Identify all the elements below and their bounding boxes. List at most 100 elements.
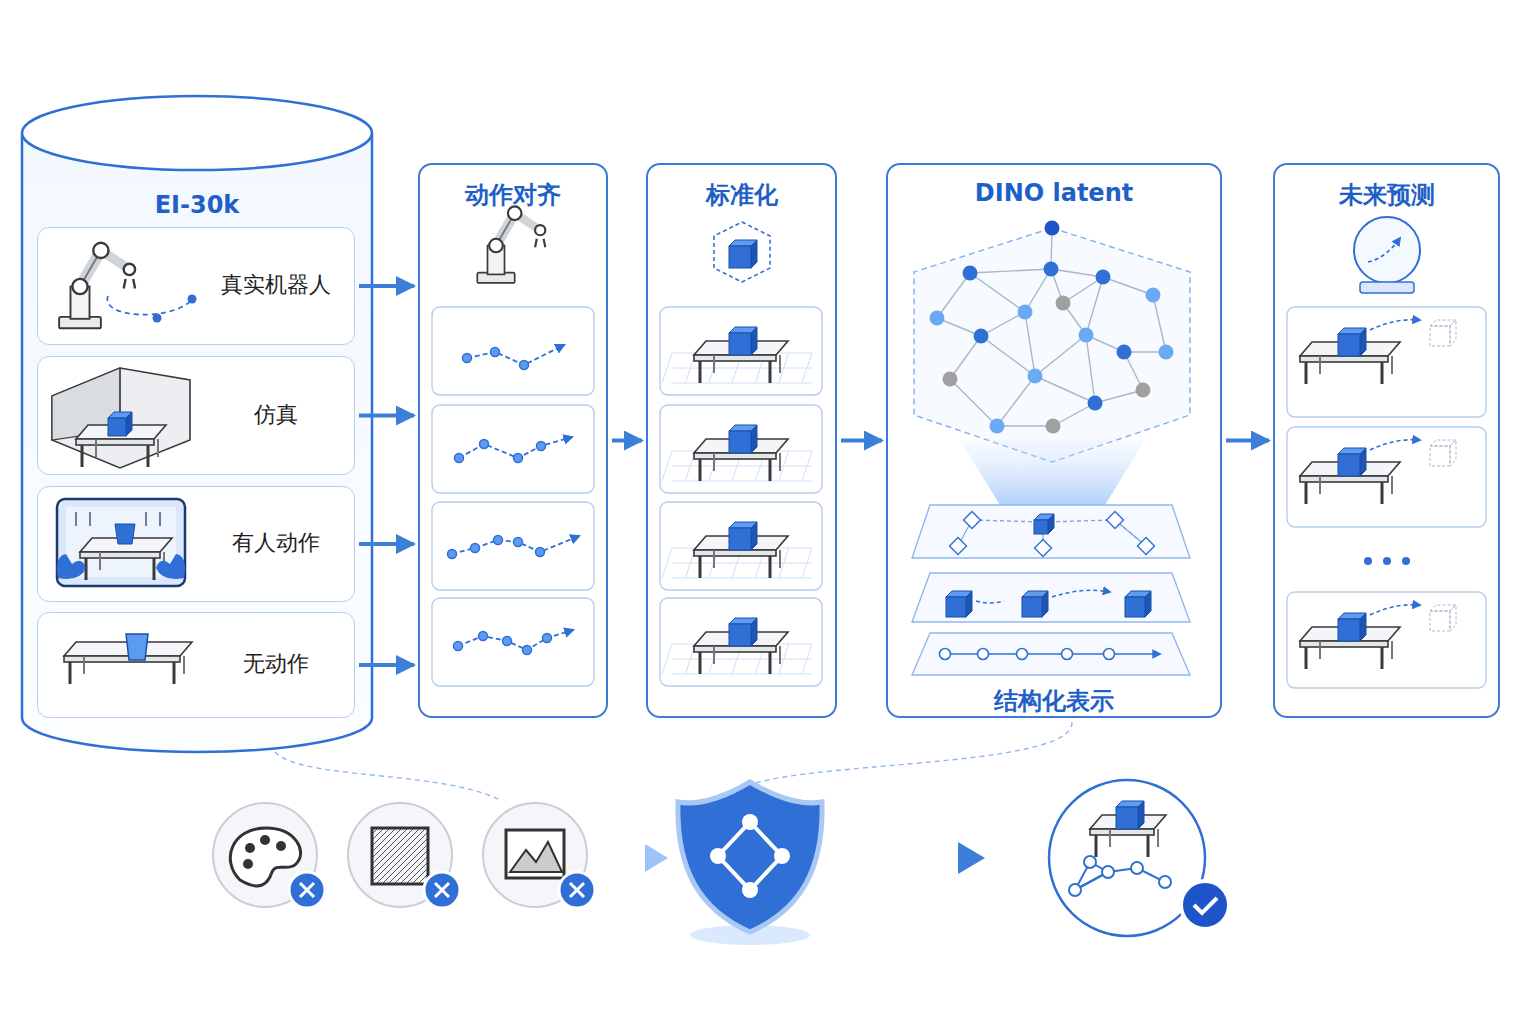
illustration-shape [779,550,781,568]
illustration-shape [729,333,751,355]
illustration-shape [710,848,726,864]
illustration-shape [1305,482,1308,504]
illustration-shape [1305,647,1308,669]
source-label: 有人动作 [203,528,348,558]
illustration-shape [660,598,822,686]
illustration-shape [774,848,790,864]
illustration-shape [742,882,758,898]
illustration-shape [76,439,154,445]
illustration-shape [37,356,355,475]
illustration-shape [672,674,812,675]
illustration-shape [1181,881,1229,929]
illustration-shape [751,522,757,550]
illustration-shape [672,578,812,579]
illustration-shape [126,412,132,436]
illustration-shape [454,642,463,651]
illustration-shape [946,597,966,617]
stage-panel: DINO latent结构化表示 [886,163,1222,718]
illustration-shape [1045,221,1060,236]
illustration-shape [81,445,84,467]
illustration-shape [37,227,355,345]
illustration-shape [535,225,545,235]
illustration-shape [57,499,185,586]
illustration-shape [72,279,87,294]
illustration-shape [1381,482,1384,504]
illustration-shape [1056,296,1071,311]
illustration-shape [662,644,672,674]
illustration-shape [1381,647,1384,669]
illustration-shape [1450,440,1456,466]
illustration-shape [570,883,584,897]
illustration-shape [694,355,776,361]
illustration-shape [1319,641,1321,659]
illustration-shape [1048,514,1054,534]
source-card: 仿真 [37,356,355,475]
illustration-shape [108,418,126,436]
illustration-shape [838,855,960,861]
illustration-shape [126,634,148,660]
illustration-shape [1381,362,1384,384]
illustration-shape [1042,591,1048,617]
illustration-shape [740,722,1072,790]
illustration-shape [1300,356,1388,362]
illustration-shape [99,552,101,570]
illustration-shape [1145,591,1151,617]
illustration-shape [1090,829,1154,835]
illustration-shape [1368,238,1400,262]
flow-arrow [612,439,642,443]
illustration-shape [1109,829,1111,847]
illustration-shape [779,646,781,664]
stage-title: DINO latent [888,179,1220,207]
illustration-shape [537,442,546,451]
illustration-shape [997,376,1035,426]
illustration-shape [536,548,545,557]
illustration-shape [173,662,176,684]
illustration-shape [1319,476,1321,494]
illustration-shape [1075,868,1165,890]
illustration-shape [699,652,702,674]
stage-panel: 标准化 [646,163,837,718]
illustration-shape [83,656,85,674]
illustration-shape [1391,476,1393,494]
illustration-shape [520,361,529,370]
illustration-shape [245,843,255,853]
illustration-shape [699,361,702,383]
illustration-shape [694,646,776,652]
illustration-shape [950,379,997,426]
illustration-shape [477,206,545,283]
illustration-shape [1430,446,1450,466]
illustration-shape [699,459,702,481]
illustration-shape [230,828,300,886]
illustration-shape [662,451,672,481]
illustration-shape [1450,320,1456,346]
illustration-shape [80,552,160,558]
illustration-shape [559,872,595,908]
illustration-shape [1153,295,1166,352]
illustration-shape [729,431,751,453]
flow-arrow [1226,439,1269,443]
illustration-shape [1402,557,1410,565]
illustration-shape [694,453,776,459]
illustration-shape [432,405,594,493]
flow-arrow [359,414,414,418]
illustration-shape [300,883,314,897]
stage-title: 标准化 [648,179,835,211]
illustration-shape [95,439,97,457]
illustration-shape [912,505,1190,558]
illustration-shape [1360,328,1366,356]
illustration-shape [1360,282,1414,293]
illustration-shape [1360,448,1366,476]
illustration-shape [943,372,958,387]
illustration-shape [1430,440,1456,446]
illustration-shape [1025,312,1035,376]
illustration-shape [1062,649,1073,660]
illustration-shape [1338,334,1360,356]
illustration-shape [243,859,253,869]
illustration-shape [1051,269,1103,277]
illustration-shape [1125,597,1145,617]
source-label: 真实机器人 [203,270,348,300]
illustration-shape [751,327,757,355]
illustration-shape [1305,362,1308,384]
illustration-shape [1391,641,1393,659]
illustration-shape [978,649,989,660]
